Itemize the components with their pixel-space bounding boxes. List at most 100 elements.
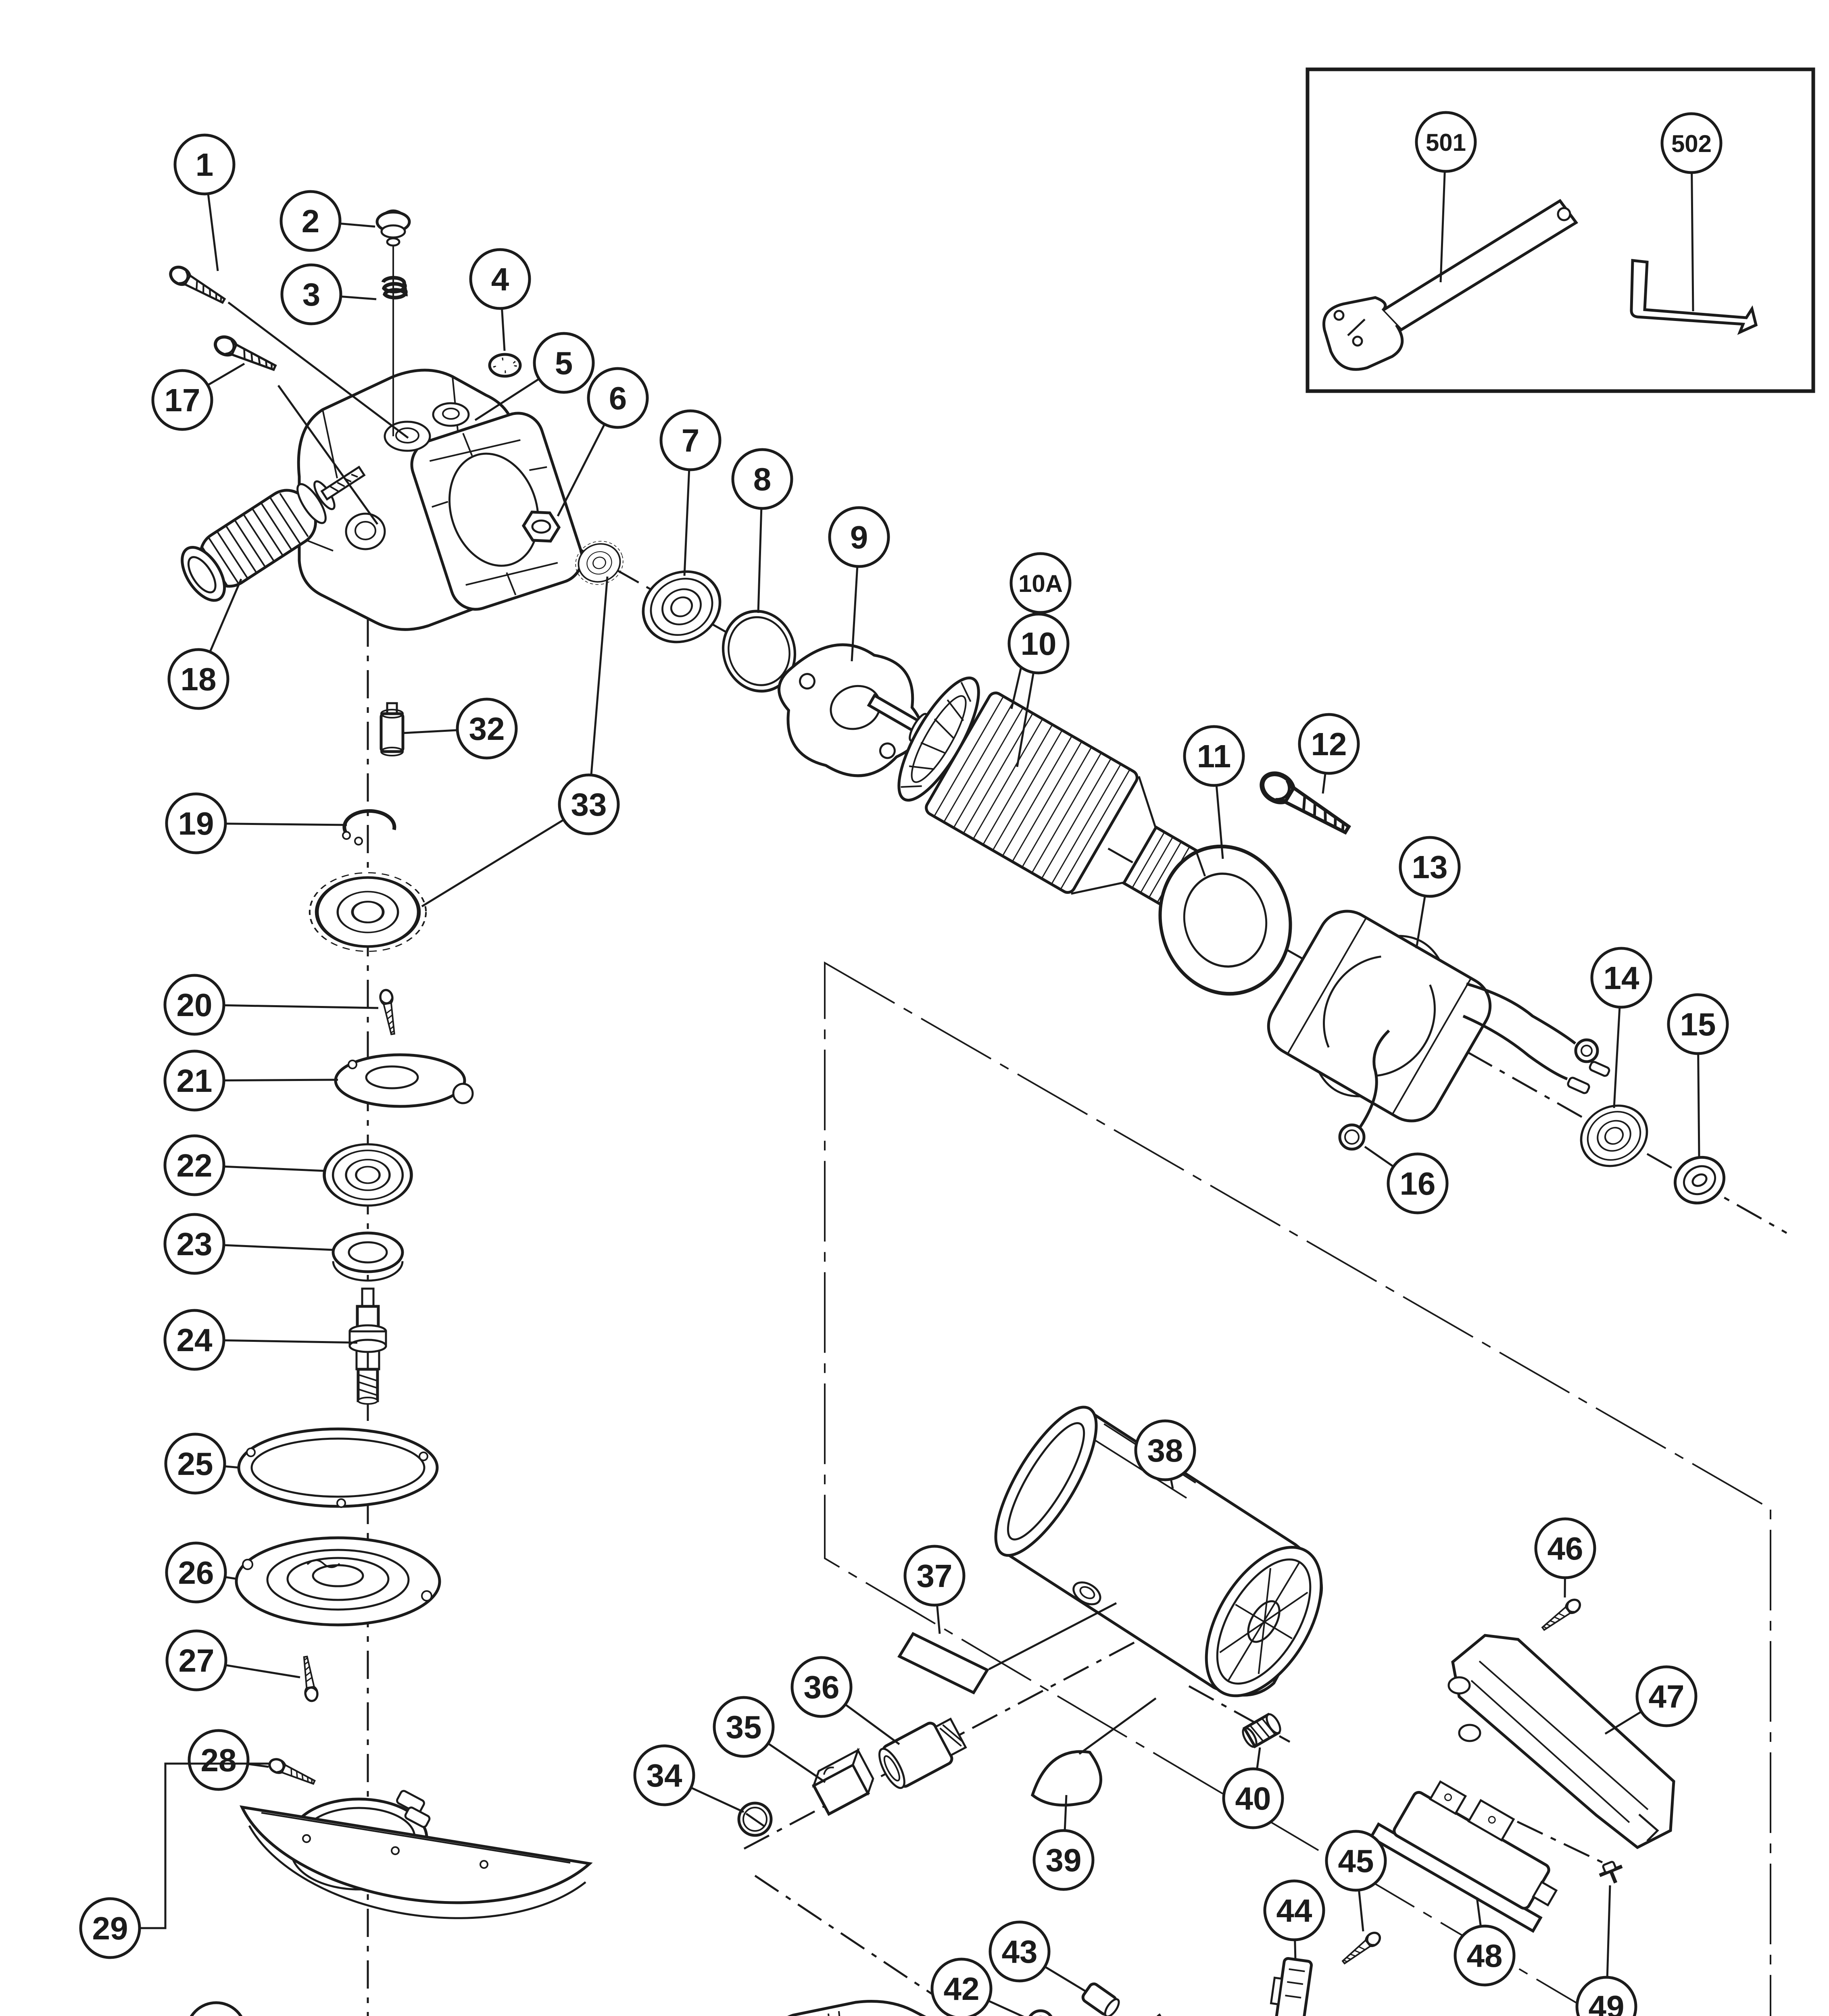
balloon-10: 10 [1007,612,1070,767]
retaining-ring-drawing [342,809,396,846]
balloon-5: 5 [474,332,595,421]
svg-text:47: 47 [1649,1679,1685,1714]
svg-text:39: 39 [1046,1842,1082,1878]
motor-housing-drawing [994,1406,1323,1697]
balloon-23: 23 [163,1213,334,1275]
svg-text:24: 24 [177,1322,213,1358]
balloon-34: 34 [633,1744,745,1813]
svg-text:14: 14 [1604,960,1639,996]
dust-plug-axis-line [1188,1685,1291,1743]
svg-text:10: 10 [1021,626,1057,662]
stator-screw-drawing [1257,768,1354,841]
leader-polyline [139,1762,269,1929]
brush-axis-line [743,1624,1168,1850]
svg-text:33: 33 [571,787,607,823]
felt-pad-drawing [488,353,522,378]
balloon-17: 17 [151,362,245,431]
svg-text:3: 3 [302,277,321,312]
handle-cover-drawing [787,2000,926,2016]
brush-holder-drawing [878,1717,967,1789]
svg-text:8: 8 [753,461,772,497]
ball-bearing-7-drawing [631,558,732,655]
svg-text:19: 19 [178,806,214,841]
wheel-guard-drawing [239,1805,593,1919]
svg-text:5: 5 [555,345,573,381]
balloon-43: 43 [989,1920,1087,1993]
balloon-19: 19 [165,792,347,854]
balloon-501: 501 [1415,111,1477,283]
leader-polyline [227,302,409,439]
svg-text:9: 9 [850,519,868,555]
svg-text:16: 16 [1400,1166,1436,1202]
connector-clip-drawing [1599,1861,1623,1884]
distance-piece-drawing [332,1231,404,1282]
switch-clip-axis-line [1516,1820,1612,1868]
svg-text:21: 21 [177,1063,213,1099]
svg-text:4: 4 [491,261,509,297]
balloon-37: 37 [903,1545,966,1634]
svg-text:501: 501 [1426,129,1466,156]
balloon-2: 2 [279,190,375,252]
balloon-15: 15 [1667,993,1729,1158]
svg-text:18: 18 [181,661,217,697]
brush-cap-drawing [737,1801,773,1837]
svg-text:1: 1 [196,147,214,183]
svg-text:32: 32 [469,711,505,747]
svg-text:37: 37 [917,1558,953,1594]
gland-bolt-drawing [300,1656,319,1702]
svg-text:22: 22 [177,1148,213,1183]
balloon-6: 6 [557,367,649,517]
balloon-27: 27 [165,1629,300,1691]
subassembly-boundary [824,961,1771,2016]
switch-drawing [1369,1780,1558,1933]
svg-text:2: 2 [302,203,320,239]
svg-text:45: 45 [1338,1843,1374,1879]
balloon-48: 48 [1454,1897,1516,1987]
accessory-box [1306,67,1815,393]
svg-text:13: 13 [1412,849,1448,885]
balloon-1: 1 [173,133,236,271]
bearing-cover-drawing [334,1053,474,1108]
lock-pin-drawing [380,702,405,756]
svg-text:44: 44 [1276,1893,1312,1929]
balloon-7: 7 [659,409,722,576]
balloon-30A: 30A [190,2001,243,2016]
svg-text:43: 43 [1002,1934,1038,1970]
svg-text:25: 25 [177,1446,213,1482]
gear-housing-drawing [297,369,584,631]
balloon-44: 44 [1263,1879,1325,1961]
spindle-drawing [348,1287,387,1405]
gear-screw-drawing [379,989,398,1035]
svg-text:36: 36 [804,1669,840,1705]
switch-lever-drawing [1270,1957,1313,2016]
balloon-13: 13 [1399,836,1461,949]
svg-text:27: 27 [179,1643,215,1679]
svg-text:17: 17 [165,382,200,418]
part-drawings [167,209,1726,2016]
tail-axis-line [754,1874,967,2016]
balloon-11: 11 [1183,725,1245,859]
balloon-8: 8 [731,448,793,613]
bearing-holder-plate-drawing [778,643,923,777]
svg-text:49: 49 [1589,1989,1625,2016]
lead-wire-holder-drawing [1338,1029,1390,1151]
leader-polyline [277,385,379,525]
leader-polyline [988,1602,1117,1670]
ring-gear-drawing [310,873,426,951]
balloon-25: 25 [164,1433,240,1495]
balloon-20: 20 [163,974,379,1036]
svg-text:46: 46 [1547,1531,1583,1566]
balloon-35: 35 [713,1696,826,1783]
balloon-39: 39 [1032,1795,1095,1891]
balloon-26: 26 [165,1541,238,1604]
balloon-24: 24 [163,1309,358,1371]
dust-guard-drawing [1030,1750,1102,1807]
baffle-ring-drawing [1158,844,1292,996]
lever-screw-drawing [1340,1930,1383,1967]
balloon-22: 22 [163,1134,325,1196]
ball-bearing-22-drawing [324,1144,411,1206]
svg-text:15: 15 [1680,1006,1716,1042]
gasket-drawing [237,1427,439,1508]
balloon-16: 16 [1364,1145,1449,1214]
